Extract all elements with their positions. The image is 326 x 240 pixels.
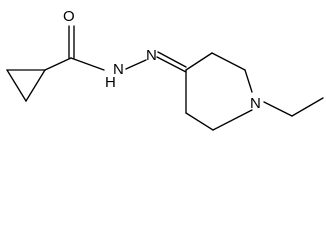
hydrazide-hydrogen-label: H [105,74,116,91]
bond-pip-3 [244,69,253,93]
bond-pip-5 [185,112,214,131]
bond-cp-left-bottom [6,69,27,102]
imine-nitrogen-label: N [146,47,157,64]
bond-pip-2 [211,52,246,71]
bond-nc-1 [156,56,187,73]
molecule-structure: O N H N N [6,8,324,131]
carbonyl-double-bond [68,25,75,59]
bond-nc-2 [157,51,187,68]
imine-double-bond [156,51,187,73]
bond-cp-bottom-right [25,69,46,102]
bond-n-n [125,59,147,70]
hydrazide-nitrogen-label: N [113,61,124,78]
bond-pip-1 [185,52,213,71]
oxygen-label: O [63,8,75,25]
piperidine-ring [185,52,253,131]
bond-c-nh [70,57,105,71]
bond-ch2-ch3 [291,97,324,117]
bond-cp-carbonyl [44,57,72,71]
ring-nitrogen-label: N [250,95,261,112]
bond-n-ch2 [263,101,293,117]
bond-pip-4 [212,109,253,131]
ethyl-group [263,97,324,117]
cyclopropane-ring [6,69,46,102]
